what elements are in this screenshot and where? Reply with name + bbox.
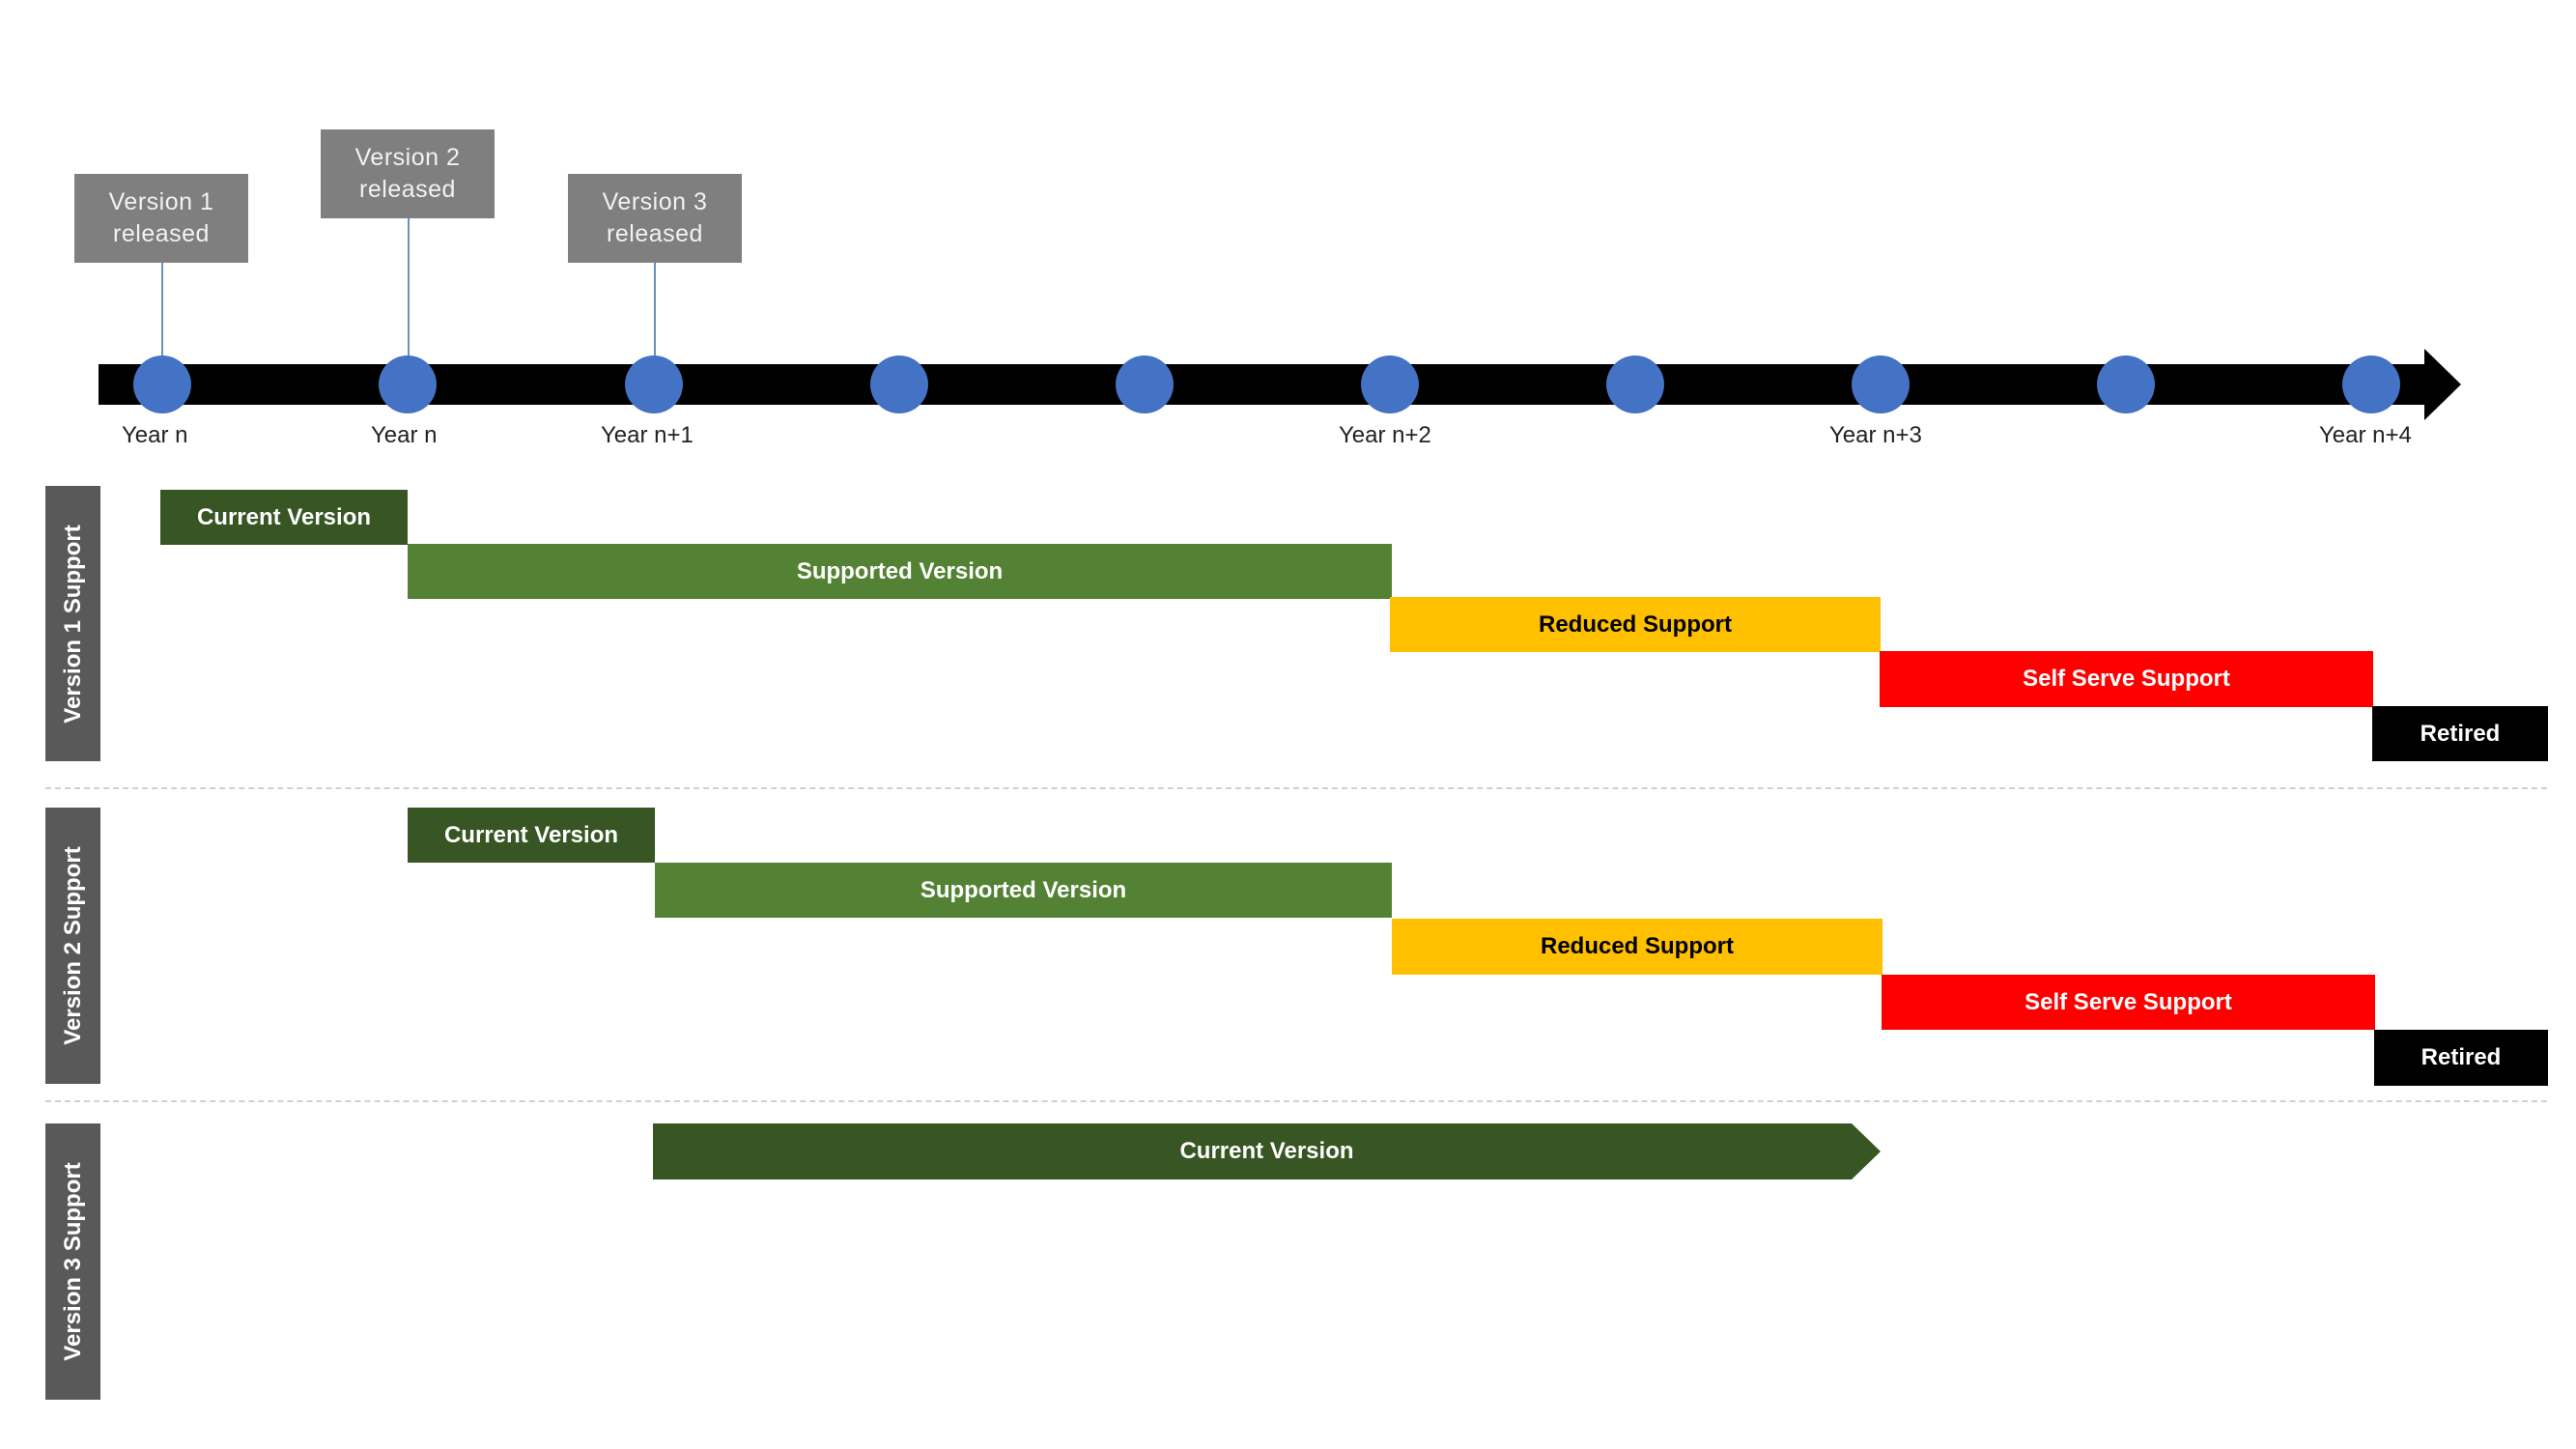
- v3-current-version-arrow: Current Version: [653, 1123, 1881, 1179]
- year-label: Year n+1: [601, 422, 694, 448]
- year-label: Year n: [371, 422, 438, 448]
- timeline-marker: [1852, 355, 1910, 413]
- v1-self-serve-support-bar: Self Serve Support: [1880, 651, 2373, 707]
- version-3-release-callout: Version 3 released: [568, 174, 742, 263]
- version-2-release-callout: Version 2 released: [321, 129, 495, 218]
- v1-supported-version-bar: Supported Version: [408, 544, 1392, 599]
- timeline-axis: [99, 364, 2431, 405]
- v2-retired-bar: Retired: [2374, 1030, 2548, 1086]
- version-3-leader-line: [654, 263, 656, 359]
- track-divider: [45, 1100, 2547, 1102]
- year-label: Year n+4: [2319, 422, 2412, 448]
- version-1-release-callout: Version 1 released: [74, 174, 248, 263]
- v1-current-version-bar: Current Version: [160, 490, 408, 545]
- timeline-marker: [1606, 355, 1664, 413]
- timeline-marker: [870, 355, 928, 413]
- version-1-leader-line: [161, 263, 163, 359]
- v1-retired-bar: Retired: [2372, 706, 2548, 761]
- timeline-marker: [379, 355, 437, 413]
- timeline-marker: [2097, 355, 2155, 413]
- timeline-marker: [1361, 355, 1419, 413]
- timeline-marker: [133, 355, 191, 413]
- v2-reduced-support-bar: Reduced Support: [1392, 919, 1882, 975]
- v2-supported-version-bar: Supported Version: [655, 863, 1392, 918]
- version-2-leader-line: [408, 218, 410, 359]
- version-3-support-label: Version 3 Support: [45, 1123, 100, 1400]
- timeline-marker: [2342, 355, 2400, 413]
- version-1-support-label: Version 1 Support: [45, 486, 100, 761]
- timeline-marker: [1116, 355, 1174, 413]
- version-2-support-label: Version 2 Support: [45, 808, 100, 1084]
- timeline-arrowhead: [2424, 349, 2461, 420]
- year-label: Year n+2: [1339, 422, 1431, 448]
- v1-reduced-support-bar: Reduced Support: [1390, 597, 1881, 652]
- v2-self-serve-support-bar: Self Serve Support: [1882, 975, 2375, 1030]
- timeline-marker: [625, 355, 683, 413]
- v2-current-version-bar: Current Version: [408, 808, 655, 863]
- year-label: Year n+3: [1829, 422, 1922, 448]
- track-divider: [45, 787, 2547, 789]
- year-label: Year n: [122, 422, 188, 448]
